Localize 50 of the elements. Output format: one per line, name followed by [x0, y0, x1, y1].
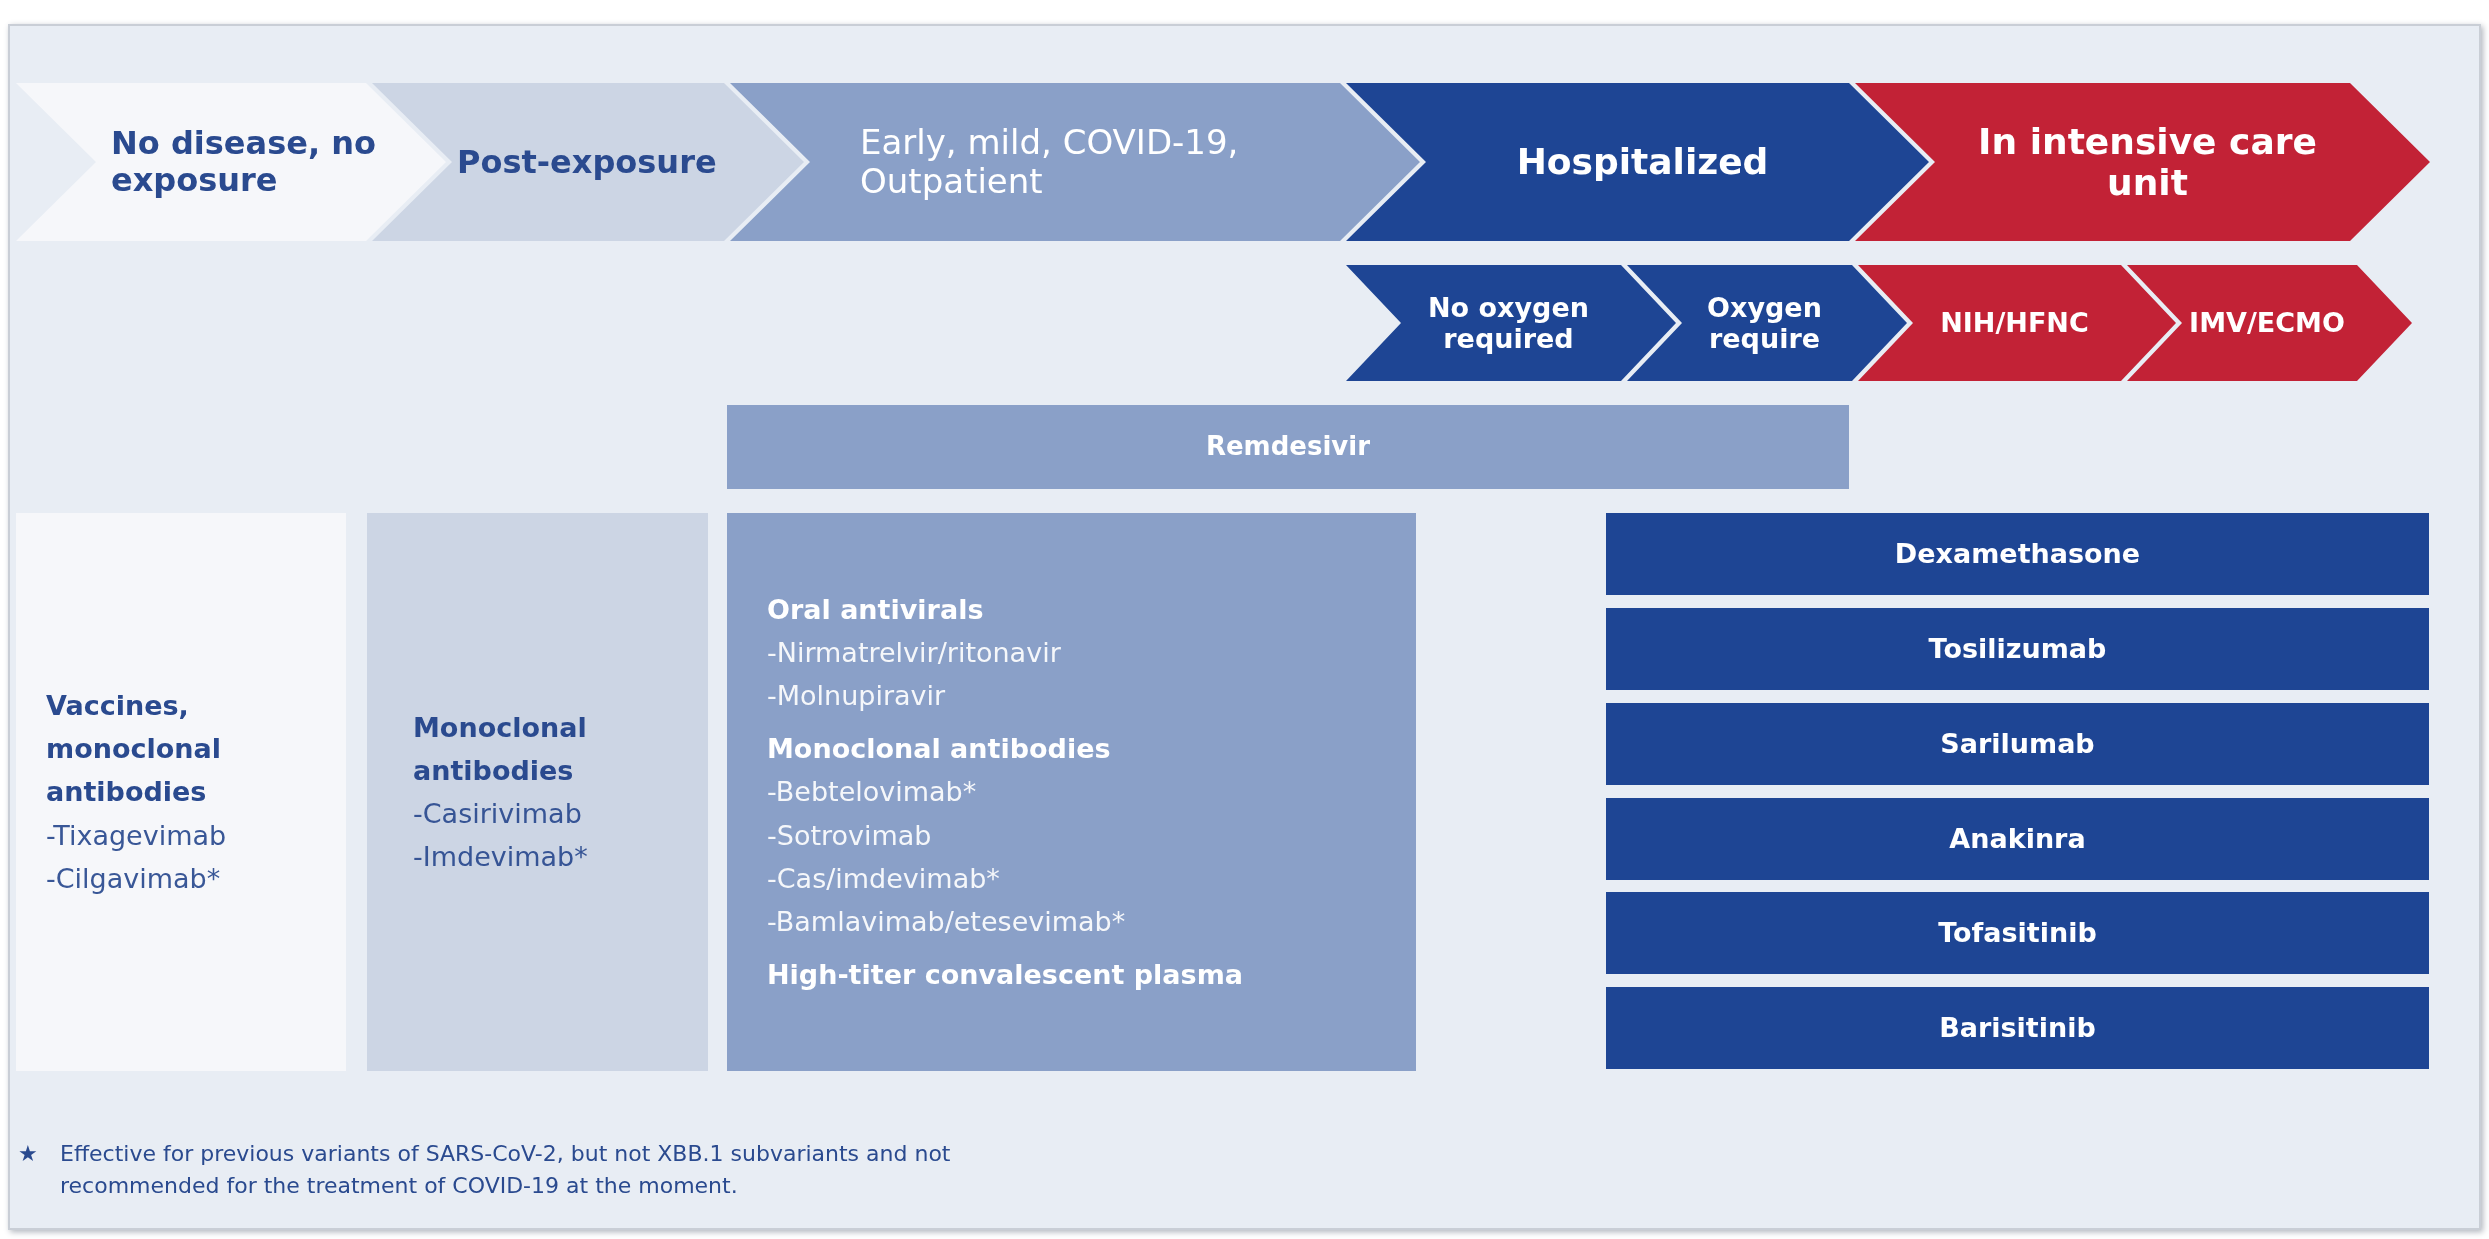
drug-name: -Bamlavimab/etesevimab* — [767, 904, 1126, 939]
drug-class-heading: High-titer convalescent plasma — [767, 958, 1243, 993]
treatment-bar — [1606, 798, 2429, 880]
drug-name: Tosilizumab — [1928, 633, 2107, 665]
drug-name: Tofasitinib — [1938, 917, 2097, 949]
drug-name: -Tixagevimab — [46, 818, 227, 853]
treatment-bar — [1606, 987, 2429, 1069]
drug-class-heading: Monoclonal antibodies — [767, 732, 1111, 767]
treatment-bar — [727, 405, 1849, 489]
drug-class-heading: Monoclonal antibodies — [413, 710, 588, 788]
drug-name: -Imdevimab* — [413, 840, 588, 875]
drug-name: -Cas/imdevimab* — [767, 861, 1000, 896]
stage-label: Post-exposure — [457, 143, 717, 181]
drug-name: -Nirmatrelvir/ritonavir — [767, 635, 1061, 670]
drug-class-heading: Oral antivirals — [767, 592, 984, 627]
stage-banner — [1346, 83, 1929, 241]
stage-banner — [16, 83, 446, 241]
treatment-bar — [1606, 513, 2429, 595]
stage-label: IMV/ECMO — [2189, 307, 2345, 339]
treatment-panel — [367, 513, 708, 1071]
drug-name: Sarilumab — [1940, 728, 2095, 760]
treatment-bar — [1606, 892, 2429, 974]
stage-label: In intensive care unit — [1977, 120, 2318, 204]
stage-banner — [2127, 265, 2412, 381]
stage-label: No oxygen required — [1427, 291, 1590, 355]
drug-name: -Molnupiravir — [767, 679, 946, 714]
stage-label: Early, mild, COVID-19, Outpatient — [860, 122, 1240, 202]
footnote-marker: ★ — [18, 1140, 38, 1168]
drug-name: -Cilgavimab* — [46, 861, 221, 896]
treatment-panel — [727, 513, 1416, 1071]
drug-class-heading: Vaccines, monoclonal antibodies — [46, 689, 222, 810]
stage-banner — [730, 83, 1420, 241]
stage-label: Hospitalized — [1516, 141, 1769, 183]
treatment-bar — [1606, 608, 2429, 690]
drug-name: Barisitinib — [1939, 1012, 2096, 1044]
drug-name: -Bebtelovimab* — [767, 775, 977, 810]
stage-label: Oxygen require — [1706, 291, 1823, 355]
stage-banner — [1627, 265, 1907, 381]
drug-name: -Casirivimab — [413, 797, 582, 831]
stage-label: No disease, no exposure — [111, 125, 377, 199]
stage-banner — [1346, 265, 1676, 381]
treatment-bar — [1606, 703, 2429, 785]
footnote-text: Effective for previous variants of SARS-CoV-2, but not XBB.1 subvariants and not recommended for the treatment of COVID-19 at the moment. — [60, 1140, 952, 1200]
drug-name: Anakinra — [1949, 823, 2086, 855]
stage-banner — [1858, 265, 2176, 381]
stage-label: NIH/HFNC — [1940, 307, 2089, 339]
stage-banner — [1855, 83, 2430, 241]
drug-name: Remdesivir — [1205, 432, 1371, 462]
drug-name: -Sotrovimab — [767, 818, 932, 853]
drug-name: Dexamethasone — [1894, 538, 2141, 570]
